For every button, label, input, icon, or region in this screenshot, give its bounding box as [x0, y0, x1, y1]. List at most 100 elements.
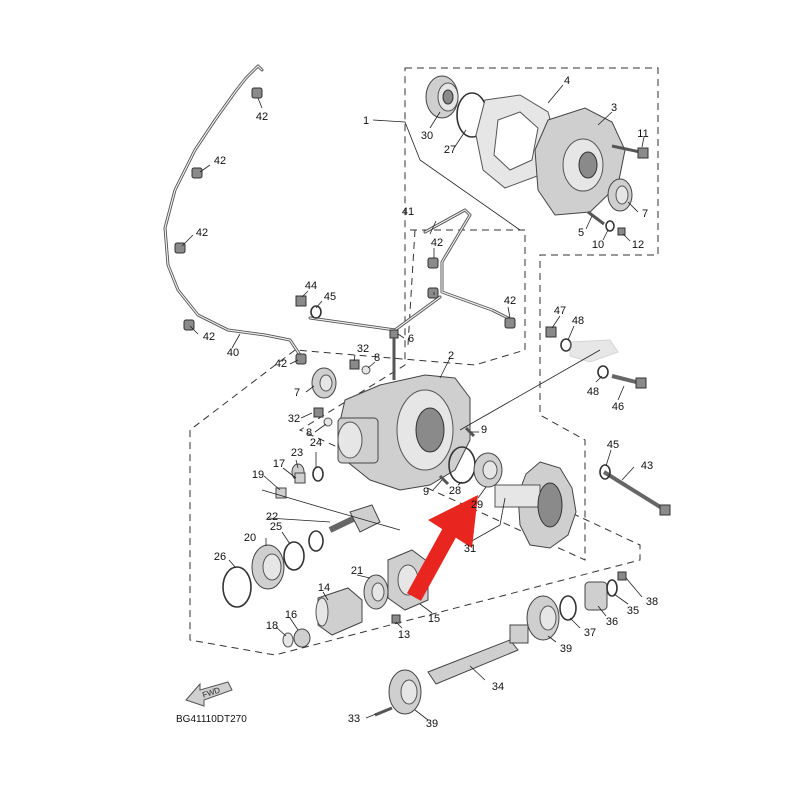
- part-label: 12: [632, 239, 644, 251]
- part-label: 10: [592, 239, 604, 251]
- oil-seal-7-lower: [311, 367, 337, 399]
- forward-direction-indicator: FWD: [185, 681, 233, 707]
- o-ring-10: [605, 220, 615, 232]
- part-label: 19: [252, 469, 264, 481]
- part-label: 11: [637, 128, 648, 140]
- part-label: 48: [572, 315, 584, 327]
- part-label: 42: [196, 227, 208, 239]
- dowel-pins-9: [438, 426, 476, 486]
- collars-17-19: [275, 472, 306, 499]
- part-label: 45: [324, 291, 336, 303]
- bolt-12: [617, 227, 626, 236]
- diagram-code: BG41110DT270: [176, 714, 247, 725]
- part-label: 39: [426, 718, 438, 730]
- spring-36: [584, 581, 608, 611]
- part-label: 1: [363, 115, 369, 127]
- part-label: 40: [227, 347, 239, 359]
- part-label: 9: [423, 486, 429, 498]
- bearing-housing-14: [315, 587, 363, 636]
- part-label: 21: [351, 565, 363, 577]
- ring-gear-31: [494, 461, 577, 549]
- oil-seal-21: [363, 574, 389, 610]
- hose-clamp-42: [174, 87, 516, 365]
- part-label: 43: [641, 460, 653, 472]
- nut-16: [293, 628, 311, 648]
- bolt-13: [391, 614, 401, 624]
- part-label: 37: [584, 627, 596, 639]
- bolt-47: [545, 326, 557, 338]
- main-housing-assembly-boundary: [189, 229, 641, 656]
- oil-line-41: [423, 208, 510, 320]
- part-label: 18: [266, 620, 278, 632]
- bearing-30: [425, 75, 459, 119]
- part-label: 9: [481, 424, 487, 436]
- circlip-25: [283, 541, 305, 571]
- bolt-46: [611, 374, 647, 389]
- final-gear-case-2: [337, 374, 471, 491]
- part-label: 32: [357, 343, 369, 355]
- part-label: 30: [421, 130, 433, 142]
- final-gear-case-cover-3: [534, 107, 626, 216]
- part-label: 44: [305, 280, 317, 292]
- part-label: 42: [275, 358, 287, 370]
- part-label: 8: [306, 427, 312, 439]
- leader-lines: [181, 84, 645, 721]
- part-label: 29: [471, 499, 483, 511]
- part-label: 41: [402, 206, 414, 218]
- bearing-29: [473, 452, 503, 488]
- bolt-33: [374, 706, 393, 717]
- part-label: 34: [492, 681, 504, 693]
- part-label: 36: [606, 616, 618, 628]
- part-label: 32: [288, 413, 300, 425]
- bearing-20: [251, 544, 285, 590]
- part-label: 13: [398, 629, 410, 641]
- part-label: 16: [285, 609, 297, 621]
- part-label: 23: [291, 447, 303, 459]
- bolt-6: [389, 329, 399, 380]
- coupling-gear-39-upper: [526, 595, 560, 641]
- part-label: 17: [273, 458, 285, 470]
- part-label: 35: [627, 605, 639, 617]
- part-label: 14: [318, 582, 330, 594]
- part-label: 42: [504, 295, 516, 307]
- drive-pinion-gear-22: [328, 504, 381, 533]
- coupling-gear-39-lower: [388, 669, 422, 715]
- collar-38: [617, 571, 627, 581]
- part-labels: 1 2 3 4 5 6 7 7 8 8 9 9 10 11 12 13 14 1…: [196, 75, 658, 730]
- part-label: 45: [607, 439, 619, 451]
- bolt-11: [611, 144, 649, 159]
- oil-line-40: [163, 64, 302, 357]
- part-label: 3: [611, 102, 617, 114]
- o-ring-24: [312, 466, 324, 482]
- part-label: 42: [256, 111, 268, 123]
- part-label: 26: [214, 551, 226, 563]
- part-label: 7: [294, 387, 300, 399]
- washer-18: [282, 632, 294, 648]
- part-label: 39: [560, 643, 572, 655]
- washer-45-left: [310, 305, 322, 319]
- bolt-44: [295, 295, 307, 307]
- washer-48-upper: [560, 338, 572, 352]
- part-label: 33: [348, 713, 360, 725]
- part-label: 48: [587, 386, 599, 398]
- part-label: 27: [444, 144, 456, 156]
- drive-shaft-34: [427, 624, 529, 685]
- part-label: 15: [428, 613, 440, 625]
- part-label: 6: [408, 333, 414, 345]
- part-label: 7: [642, 208, 648, 220]
- circlip-37: [559, 595, 577, 621]
- oil-seal-7-upper: [607, 178, 633, 212]
- washer-48-lower: [597, 365, 609, 379]
- circlip-35: [606, 579, 618, 597]
- part-label: 8: [374, 352, 380, 364]
- washer-45-right: [599, 464, 611, 480]
- part-label: 47: [554, 305, 566, 317]
- part-label: 20: [244, 532, 256, 544]
- part-label: 38: [646, 596, 658, 608]
- part-label: 46: [612, 401, 624, 413]
- reference-bracket-faded: [569, 339, 619, 363]
- part-label: 28: [449, 485, 461, 497]
- part-label: 25: [270, 521, 282, 533]
- part-label: 22: [266, 511, 278, 523]
